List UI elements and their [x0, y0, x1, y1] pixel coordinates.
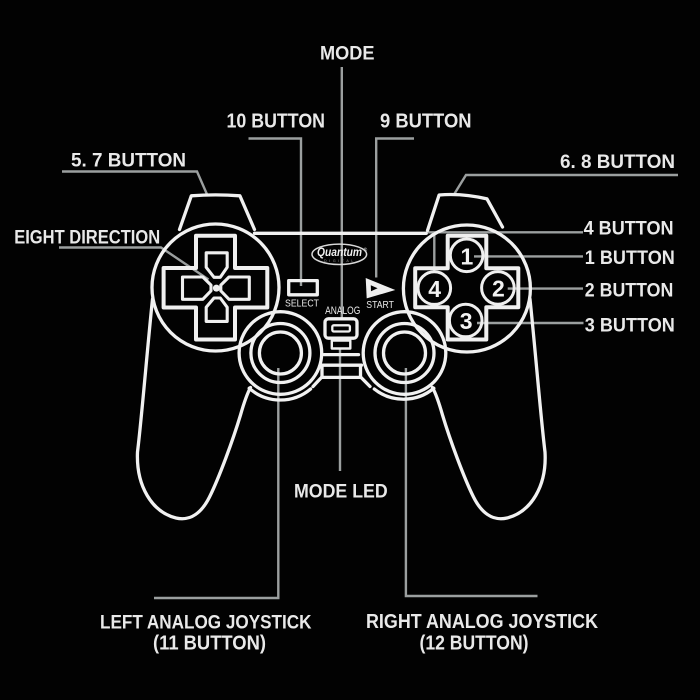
svg-text:5. 7 BUTTON: 5. 7 BUTTON — [71, 150, 186, 172]
svg-text:(12 BUTTON): (12 BUTTON) — [420, 633, 529, 655]
svg-text:RIGHT ANALOG JOYSTICK: RIGHT ANALOG JOYSTICK — [366, 611, 598, 633]
svg-text:2 BUTTON: 2 BUTTON — [585, 280, 674, 302]
svg-text:MODE LED: MODE LED — [294, 481, 388, 503]
svg-text:10 BUTTON: 10 BUTTON — [227, 110, 326, 132]
svg-text:1: 1 — [461, 243, 474, 269]
svg-text:ANALOG: ANALOG — [325, 305, 360, 317]
svg-text:EIGHT DIRECTION: EIGHT DIRECTION — [14, 227, 160, 249]
svg-text:2: 2 — [492, 276, 505, 302]
svg-text:4 BUTTON: 4 BUTTON — [584, 218, 674, 240]
svg-text:®: ® — [364, 247, 368, 254]
svg-text:1 BUTTON: 1 BUTTON — [585, 247, 675, 269]
svg-text:3: 3 — [460, 308, 473, 334]
svg-text:SELECT: SELECT — [285, 297, 319, 309]
svg-text:3 BUTTON: 3 BUTTON — [585, 315, 675, 337]
svg-text:9 BUTTON: 9 BUTTON — [380, 110, 472, 132]
svg-text:LEFT ANALOG JOYSTICK: LEFT ANALOG JOYSTICK — [100, 612, 312, 634]
svg-text:DIGITAL: DIGITAL — [324, 259, 356, 263]
svg-text:MODE: MODE — [320, 43, 375, 64]
svg-text:6. 8 BUTTON: 6. 8 BUTTON — [560, 151, 675, 173]
svg-text:4: 4 — [428, 276, 441, 302]
svg-text:(11 BUTTON): (11 BUTTON) — [153, 633, 266, 655]
svg-text:Quantum: Quantum — [317, 245, 362, 259]
svg-text:START: START — [366, 299, 394, 311]
